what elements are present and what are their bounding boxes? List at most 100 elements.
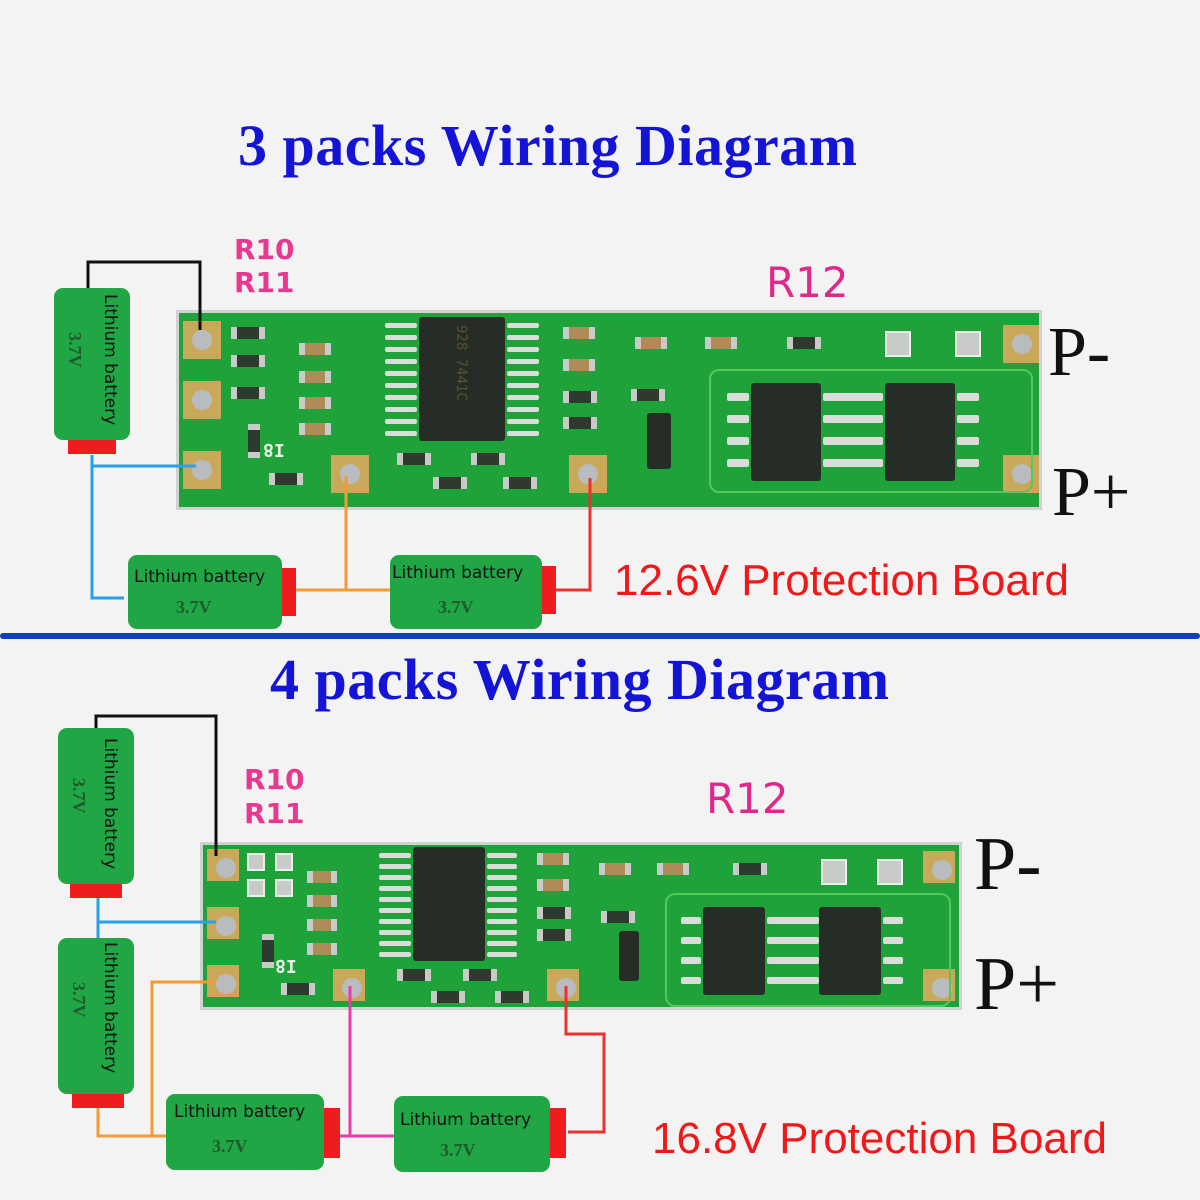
protection-board-label: 16.8V Protection Board [652, 1114, 1107, 1163]
resistor-label-r11: R11 [234, 266, 295, 299]
battery-terminal [282, 568, 296, 616]
smd-resistor [503, 477, 537, 489]
protection-ic [419, 317, 505, 441]
smd-resistor [231, 355, 265, 367]
solder-pad [569, 455, 607, 493]
mosfet-chip [819, 907, 881, 995]
solder-pad-p-minus [923, 851, 955, 883]
smd-resistor [433, 477, 467, 489]
mosfet-chip [703, 907, 765, 995]
smd-capacitor [705, 337, 737, 349]
battery-terminal [324, 1108, 340, 1158]
smd-capacitor [657, 863, 689, 875]
test-pad [885, 331, 911, 357]
smd-resistor [563, 391, 597, 403]
smd-capacitor [635, 337, 667, 349]
smd-resistor [471, 453, 505, 465]
protection-board: I8 928 7441C [176, 310, 1042, 510]
battery-label: Lithium battery [392, 563, 524, 583]
wire-blue [90, 455, 124, 600]
smd-capacitor [307, 871, 337, 883]
battery-voltage: 3.7V [176, 597, 212, 617]
resistor-label-r10: R10 [234, 233, 295, 266]
battery-label: Lithium battery [400, 1110, 532, 1130]
solder-pad-b-minus [207, 849, 239, 881]
resistor-label-r12: R12 [766, 258, 849, 307]
smd-resistor [231, 327, 265, 339]
battery-label: Lithium battery [100, 294, 120, 426]
solder-pad-p-plus [1003, 455, 1039, 493]
battery-voltage: 3.7V [438, 597, 474, 617]
terminal-label-p-minus: P- [974, 822, 1042, 906]
smd-resistor [397, 453, 431, 465]
wiring [86, 260, 592, 600]
battery-voltage: 3.7V [212, 1136, 248, 1156]
smd-capacitor [563, 359, 595, 371]
battery-terminal [72, 1094, 124, 1108]
smd-resistor [269, 473, 303, 485]
battery-3: Lithium battery 3.7V [166, 1094, 324, 1170]
smd-resistor [463, 969, 497, 981]
battery-label: Lithium battery [174, 1102, 306, 1122]
smd-capacitor [307, 895, 337, 907]
smd-resistor [601, 911, 635, 923]
transistor [619, 931, 639, 981]
smd-resistor [431, 991, 465, 1003]
wiring [94, 714, 606, 1138]
smd-capacitor [537, 853, 569, 865]
battery-terminal [68, 440, 116, 454]
section-divider [0, 633, 1200, 639]
smd-capacitor [563, 327, 595, 339]
solder-pad-b-minus [183, 321, 221, 359]
wire-red [556, 478, 592, 592]
wire-black [86, 260, 202, 330]
test-pad [877, 859, 903, 885]
smd-capacitor [537, 879, 569, 891]
smd-resistor [733, 863, 767, 875]
battery-label: Lithium battery [100, 738, 120, 870]
resistor-label-r10: R10 [244, 763, 305, 796]
smd-resistor [631, 389, 665, 401]
smd-resistor [787, 337, 821, 349]
transistor [647, 413, 671, 469]
smd-capacitor [299, 371, 331, 383]
battery-1: Lithium battery 3.7V [54, 288, 130, 440]
terminal-label-p-plus: P+ [1052, 454, 1131, 531]
battery-3: Lithium battery 3.7V [390, 555, 542, 629]
solder-pad-p-minus [1003, 325, 1039, 363]
diagram-title: 3 packs Wiring Diagram [238, 113, 858, 178]
battery-label: Lithium battery [134, 567, 266, 587]
protection-board: I8 [200, 842, 962, 1010]
wire-black [94, 714, 218, 856]
solder-pad [207, 907, 239, 939]
smd-capacitor [307, 943, 337, 955]
battery-1: Lithium battery 3.7V [58, 728, 134, 884]
smd-resistor [537, 929, 571, 941]
protection-ic [413, 847, 485, 961]
diagram-title: 4 packs Wiring Diagram [270, 647, 890, 712]
mosfet-chip [751, 383, 821, 481]
terminal-label-p-plus: P+ [974, 942, 1060, 1026]
battery-terminal [70, 884, 122, 898]
wire-orange [96, 1106, 152, 1138]
battery-2: Lithium battery 3.7V [128, 555, 282, 629]
smd-resistor [495, 991, 529, 1003]
smd-capacitor [299, 343, 331, 355]
battery-voltage: 3.7V [69, 982, 89, 1018]
solder-pad [183, 451, 221, 489]
resistor-label-r12: R12 [706, 774, 789, 823]
battery-voltage: 3.7V [65, 332, 85, 368]
smd-capacitor [307, 919, 337, 931]
smd-capacitor [299, 423, 331, 435]
smd-resistor [537, 907, 571, 919]
battery-voltage: 3.7V [440, 1140, 476, 1160]
battery-label: Lithium battery [100, 942, 120, 1074]
wire-orange [150, 980, 216, 1138]
smd-resistor [231, 387, 265, 399]
resistor-label-r11: R11 [244, 797, 305, 830]
mosfet-chip [885, 383, 955, 481]
smd-resistor [563, 417, 597, 429]
wire-red [564, 986, 606, 1134]
battery-voltage: 3.7V [69, 778, 89, 814]
test-pad [821, 859, 847, 885]
